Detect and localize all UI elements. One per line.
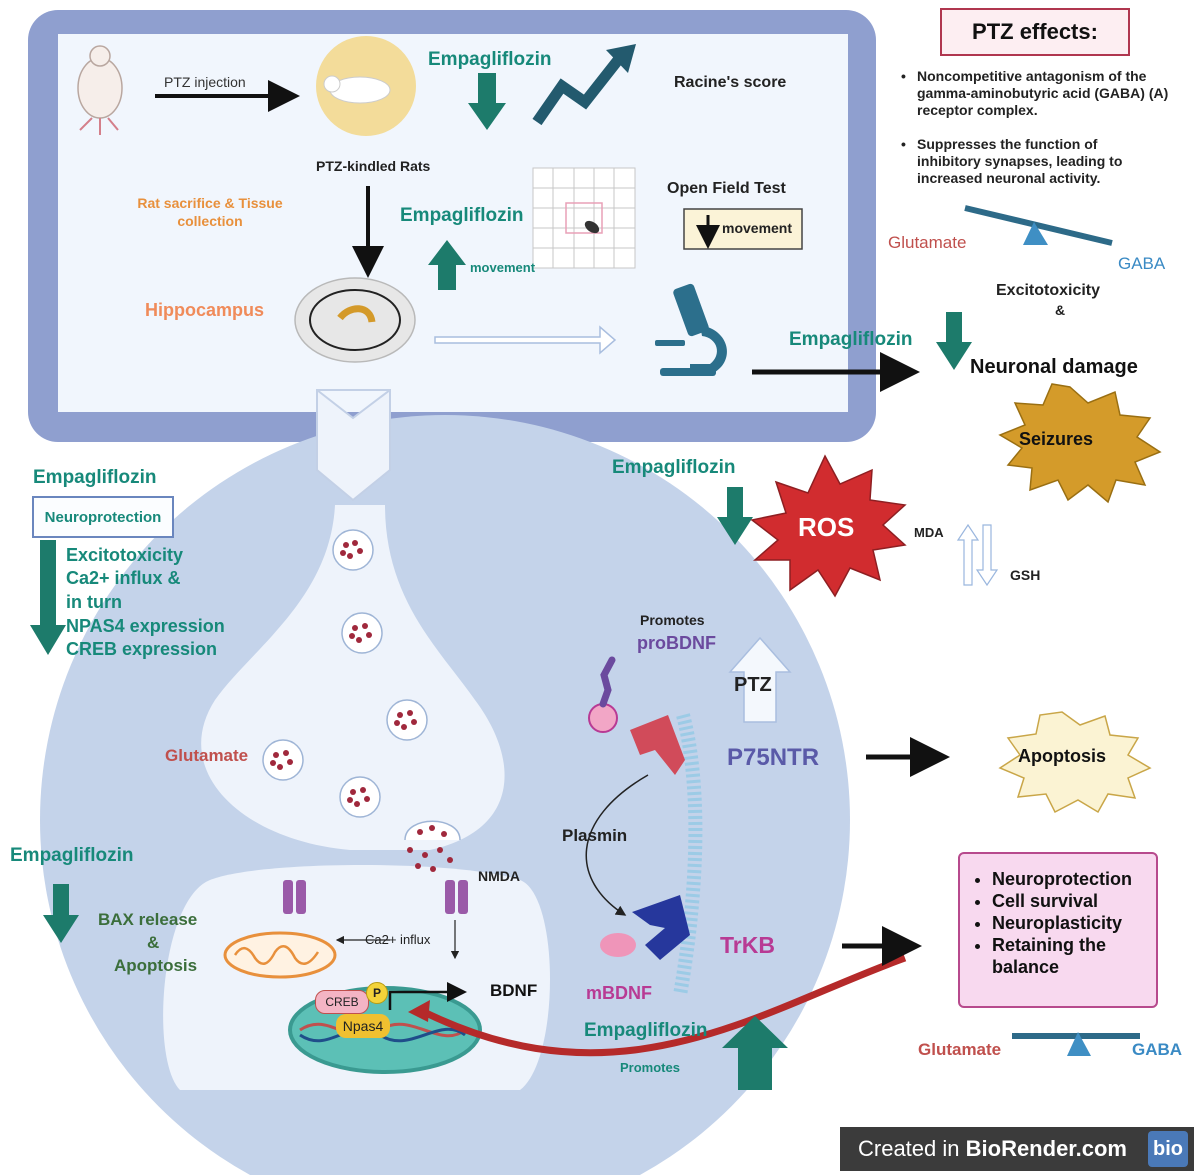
rat-icon <box>77 45 123 135</box>
neuronal-damage-label: Neuronal damage <box>970 356 1138 378</box>
ros-burst <box>750 454 907 598</box>
mitochondrion <box>223 931 337 979</box>
glutamate-synapse-label: Glutamate <box>165 746 249 765</box>
biorender-badge[interactable] <box>840 1127 1194 1171</box>
empagliflozin-neuroprotection-label: Empagliflozin <box>33 467 157 488</box>
plasmin-label: Plasmin <box>562 826 628 845</box>
bax-ampersand-label: & <box>147 933 160 952</box>
npas4-protein: Npas4 <box>336 1014 390 1038</box>
biorender-badge-text: Created in BioRender.com <box>858 1136 1127 1161</box>
empagliflozin-trkb-label: Empagliflozin <box>584 1020 708 1041</box>
chevron-down-icon <box>316 389 391 502</box>
seizures-burst <box>998 383 1162 504</box>
ptz-effect-bullet: Suppresses the function of inhibitory sy… <box>901 136 1157 187</box>
microscope-icon <box>655 283 727 376</box>
outcomes-box: Neuroprotection Cell survival Neuroplast… <box>958 852 1158 1008</box>
effect-in-turn: in turn <box>66 592 122 612</box>
movement-decrease-label: movement <box>722 220 793 236</box>
apoptosis-label: Apoptosis <box>1018 746 1106 766</box>
gaba-label-top: GABA <box>1118 254 1166 273</box>
nmda-label: NMDA <box>478 868 520 884</box>
gaba-label-bottom: GABA <box>1132 1040 1183 1059</box>
neuroprotection-label: Neuroprotection <box>44 508 162 526</box>
neuroprotection-box: Neuroprotection <box>32 496 174 538</box>
open-field-grid-icon <box>532 167 636 269</box>
outcome-item: Cell survival <box>992 890 1156 912</box>
racines-score-label: Racine's score <box>674 74 787 91</box>
ptz-effects-title-box: PTZ effects: <box>940 8 1130 56</box>
empagliflozin-damage-label: Empagliflozin <box>789 329 913 350</box>
brain-icon <box>294 277 416 363</box>
outcome-item: Retaining the balance <box>992 934 1156 978</box>
movement-increase-label: movement <box>470 260 536 275</box>
seizures-label: Seizures <box>1019 429 1094 449</box>
mbdnf-label: mBDNF <box>586 983 652 1003</box>
outcomes-list: Neuroprotection Cell survival Neuroplast… <box>960 854 1156 978</box>
phosphate-marker: P <box>366 982 388 1004</box>
effect-ca-influx: Ca2+ influx & <box>66 568 181 588</box>
effect-excitotoxicity: Excitotoxicity <box>66 545 184 565</box>
glutamate-label-top: Glutamate <box>888 233 967 252</box>
synaptic-vesicles <box>262 529 428 818</box>
trkb-label: TrKB <box>720 932 775 958</box>
ros-label: ROS <box>798 512 855 542</box>
apoptosis-burst <box>998 711 1152 814</box>
ampersand-label: & <box>1055 302 1066 318</box>
rat-sacrifice-label: Rat sacrifice & Tissue collection <box>137 195 283 229</box>
gsh-label: GSH <box>1010 567 1041 583</box>
outcome-item: Neuroplasticity <box>992 912 1156 934</box>
trkb-receptor <box>632 895 690 960</box>
bax-apoptosis-label: Apoptosis <box>114 956 198 975</box>
probdnf-label: proBDNF <box>637 633 716 653</box>
empagliflozin-movement-label: Empagliflozin <box>400 205 524 226</box>
ptz-injection-label: PTZ injection <box>164 74 246 90</box>
ptz-effect-bullet: Noncompetitive antagonism of the gamma-a… <box>901 68 1189 119</box>
bax-release-label: BAX release <box>98 910 198 929</box>
nmda-receptors <box>283 880 468 914</box>
promotes-bottom-label: Promotes <box>620 1060 680 1075</box>
ptz-label: PTZ <box>734 674 772 696</box>
p75ntr-receptor <box>630 715 685 775</box>
biorender-logo-icon: bio <box>1148 1131 1188 1167</box>
ptz-kindled-rats-label: PTZ-kindled Rats <box>316 158 431 174</box>
promotes-top-label: Promotes <box>640 612 705 628</box>
excitotoxicity-label: Excitotoxicity <box>996 282 1101 299</box>
empagliflozin-racine-label: Empagliflozin <box>428 49 552 70</box>
ca-influx-label: Ca2+ influx <box>365 932 431 947</box>
effect-creb: CREB expression <box>66 639 218 659</box>
hippocampus-label: Hippocampus <box>145 300 265 320</box>
p75ntr-label: P75NTR <box>727 744 820 771</box>
cell-membrane <box>673 713 703 997</box>
open-field-test-label: Open Field Test <box>667 180 786 197</box>
mda-label: MDA <box>914 525 944 540</box>
mbdnf <box>600 933 636 957</box>
bdnf-label: BDNF <box>490 981 538 1000</box>
ptz-effects-title: PTZ effects: <box>972 19 1098 44</box>
empagliflozin-ros-label: Empagliflozin <box>612 457 736 478</box>
effect-npas4: NPAS4 expression <box>66 616 225 636</box>
glutamate-label-bottom: Glutamate <box>918 1040 1002 1059</box>
creb-protein: CREB <box>315 990 369 1014</box>
empagliflozin-bax-label: Empagliflozin <box>10 845 134 866</box>
outcome-item: Neuroprotection <box>992 868 1156 890</box>
